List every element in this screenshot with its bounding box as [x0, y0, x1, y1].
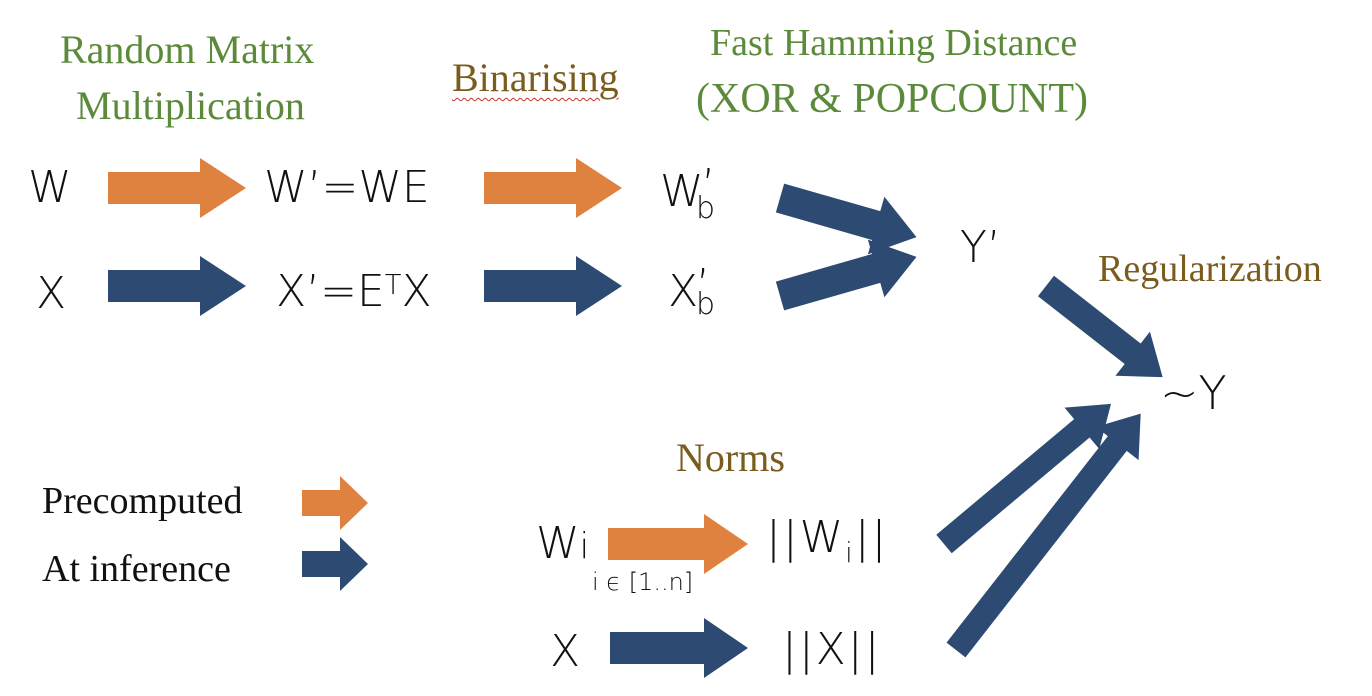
heading-random-matrix-line1: Random Matrix: [60, 27, 315, 72]
node-x-bottom: X: [550, 626, 581, 677]
node-xb-sub: b: [696, 287, 716, 322]
legend-inference-label: At inference: [42, 548, 231, 590]
arrow-normx-to-ytilde: [946, 413, 1141, 658]
node-wb-sub: b: [696, 191, 716, 226]
arrow-yprime-to-ytilde: [1037, 275, 1163, 378]
node-wi-range: i ϵ [1..n]: [592, 568, 694, 596]
heading-binarising: Binarising: [452, 55, 619, 100]
node-x-prime-sup: T: [384, 269, 402, 301]
node-xb-prime: ’: [696, 260, 711, 311]
heading-random-matrix-line2: Multiplication: [76, 83, 305, 128]
node-y-tilde: ~Y: [1160, 366, 1227, 420]
node-norm-x: ||X||: [782, 624, 882, 675]
legend-arrow-precomputed: [302, 476, 368, 530]
heading-hamming-line2: (XOR & POPCOUNT): [696, 76, 1089, 122]
node-w: W: [28, 162, 72, 213]
node-xb: X’: [668, 264, 710, 314]
arrow-x-to-xprime: [108, 256, 246, 316]
node-wb: W’: [660, 164, 716, 214]
node-y-prime: Y’: [960, 222, 1001, 273]
node-wi: Wi: [536, 522, 589, 566]
node-norm-wi-left: ||W: [766, 512, 846, 563]
legend-precomputed-label: Precomputed: [42, 480, 243, 522]
heading-hamming-line1: Fast Hamming Distance: [710, 22, 1078, 64]
arrow-xb-to-yprime: [775, 239, 917, 311]
node-wb-main: W: [660, 166, 704, 217]
arrow-wb-to-yprime: [775, 183, 917, 255]
node-wi-sub: i: [579, 526, 590, 567]
heading-norms: Norms: [676, 435, 785, 480]
node-wb-prime: ’: [701, 160, 716, 211]
heading-regularization: Regularization: [1098, 248, 1322, 290]
arrow-w-to-wprime: [108, 158, 246, 218]
arrow-wi-to-normwi: [608, 514, 748, 574]
node-x: X: [36, 268, 67, 319]
node-wi-main: W: [536, 518, 580, 569]
node-x-prime-right: X: [401, 266, 432, 317]
arrow-x-to-normx: [610, 618, 748, 678]
legend-arrow-inference: [302, 537, 368, 591]
node-xb-main: X: [668, 266, 699, 317]
node-norm-wi-right: ||: [854, 512, 889, 563]
arrow-wprime-to-wb: [484, 158, 622, 218]
node-x-prime: X’=ETX: [276, 270, 432, 314]
arrow-normwi-to-ytilde: [936, 403, 1111, 554]
node-x-prime-left: X’=E: [276, 266, 385, 317]
arrow-xprime-to-xb: [484, 256, 622, 316]
node-norm-wi-sub: i: [845, 537, 855, 569]
node-norm-wi: ||Wi||: [766, 516, 888, 567]
node-w-prime: W’=WE: [264, 162, 430, 213]
